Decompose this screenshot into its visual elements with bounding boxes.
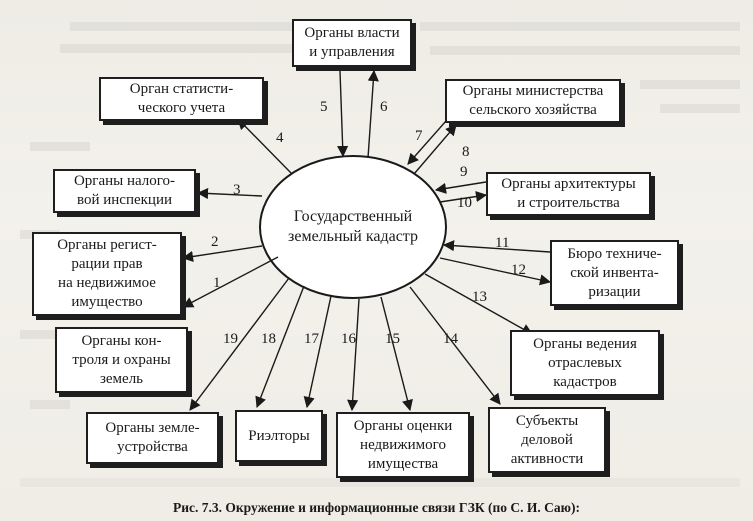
- link-line-11: [442, 240, 551, 253]
- link-line-7: [407, 120, 447, 165]
- link-line-13: [424, 273, 533, 335]
- link-line-8: [413, 124, 457, 175]
- box-subekty: Субъекты деловой активности: [488, 407, 606, 473]
- link-line-1: [182, 256, 279, 308]
- box-organy-vlasti: Органы власти и управления: [292, 19, 412, 67]
- bleed-through-line: [70, 22, 300, 31]
- link-number-8: 8: [462, 144, 470, 160]
- link-number-19: 19: [223, 331, 238, 347]
- link-number-17: 17: [304, 331, 319, 347]
- link-line-5: [337, 70, 349, 158]
- box-organy-minselhoz: Органы министерства сельского хозяйства: [445, 79, 621, 123]
- bleed-through-line: [430, 46, 740, 55]
- link-line-9: [434, 181, 487, 194]
- link-number-14: 14: [443, 331, 458, 347]
- link-number-1: 1: [213, 275, 221, 291]
- link-number-12: 12: [511, 262, 526, 278]
- link-line-4: [237, 118, 293, 175]
- box-organy-zemleustroystva: Органы земле- устройства: [86, 412, 219, 464]
- box-organy-kontrolya: Органы кон- троля и охраны земель: [55, 327, 188, 393]
- box-organy-otraslevyh: Органы ведения отраслевых кадастров: [510, 330, 660, 396]
- link-number-3: 3: [233, 182, 241, 198]
- figure-caption: Рис. 7.3. Окружение и информационные свя…: [173, 500, 580, 515]
- bleed-through-line: [640, 80, 740, 89]
- box-bti: Бюро техниче- ской инвента- ризации: [550, 240, 679, 306]
- link-number-15: 15: [385, 331, 400, 347]
- center-ellipse: [259, 155, 447, 299]
- link-number-7: 7: [415, 128, 423, 144]
- link-line-16: [347, 298, 360, 412]
- link-line-2: [181, 245, 263, 263]
- bleed-through-line: [60, 44, 300, 53]
- bleed-through-line: [20, 330, 60, 339]
- link-line-18: [255, 285, 305, 409]
- box-organ-statistiki: Орган статисти- ческого учета: [99, 77, 264, 121]
- link-number-4: 4: [276, 130, 284, 146]
- bleed-through-line: [660, 104, 740, 113]
- bleed-through-line: [420, 22, 740, 31]
- box-organy-nalogovoy: Органы налого- вой инспекции: [53, 169, 196, 213]
- box-organy-registracii: Органы регист- рации прав на недвижимое …: [32, 232, 182, 316]
- bleed-through-line: [30, 142, 90, 151]
- link-number-5: 5: [320, 99, 328, 115]
- link-line-3: [196, 187, 263, 200]
- link-line-17: [303, 295, 332, 409]
- link-line-14: [409, 286, 501, 405]
- link-line-12: [439, 257, 552, 286]
- bleed-through-line: [30, 400, 70, 409]
- link-number-18: 18: [261, 331, 276, 347]
- link-line-19: [189, 277, 290, 411]
- link-number-11: 11: [495, 235, 510, 251]
- link-number-9: 9: [460, 164, 468, 180]
- box-rieltory: Риэлторы: [235, 410, 323, 462]
- center-node-gzk: Государственный земельный кадастр: [288, 208, 418, 245]
- link-number-6: 6: [380, 99, 388, 115]
- link-number-2: 2: [211, 234, 219, 250]
- link-number-13: 13: [472, 289, 487, 305]
- box-organy-arhitektury: Органы архитектуры и строительства: [486, 172, 651, 216]
- link-number-16: 16: [341, 331, 356, 347]
- link-line-6: [367, 69, 379, 159]
- link-line-15: [380, 296, 413, 412]
- bleed-through-line: [20, 478, 740, 487]
- link-line-10: [439, 190, 488, 203]
- box-organy-ocenki: Органы оценки недвижимого имущества: [336, 412, 470, 478]
- link-number-10: 10: [457, 195, 472, 211]
